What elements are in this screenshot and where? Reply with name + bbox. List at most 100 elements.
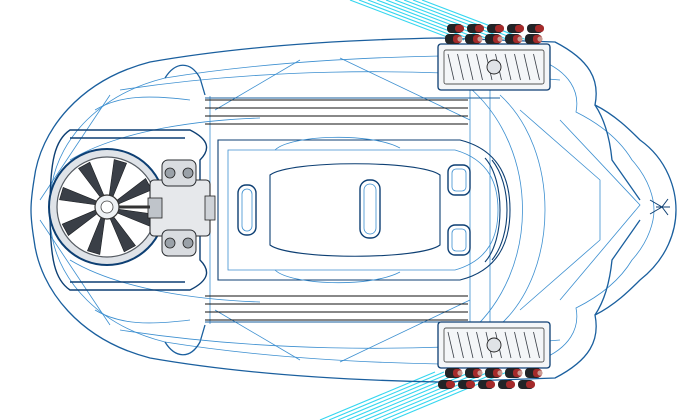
thruster-icon	[437, 321, 551, 389]
nozzle-tip	[466, 381, 475, 388]
hull-outline	[30, 37, 677, 383]
beam-line-top	[394, 0, 501, 41]
hull-diag-3	[214, 59, 301, 111]
thruster-nozzle	[458, 380, 475, 389]
beam-line-top	[412, 0, 519, 41]
seat-1	[237, 184, 257, 236]
hull-diag-5	[339, 57, 471, 121]
cockpit-inner	[227, 149, 499, 271]
beam-line-bottom	[328, 371, 445, 420]
seat-cushion-2	[363, 183, 377, 235]
thruster-nozzle	[505, 34, 523, 44]
thruster-nozzle	[525, 34, 543, 44]
nozzle-tip	[526, 381, 535, 388]
windshield	[484, 157, 501, 263]
hull-inner-shell	[48, 55, 655, 365]
nozzle-cap	[477, 370, 483, 376]
thruster-nozzle	[445, 368, 463, 378]
hull-long-line-4	[69, 259, 261, 303]
beam-line-bottom	[319, 371, 436, 420]
thruster-nozzle	[507, 24, 524, 33]
thruster-vane	[533, 53, 540, 81]
windshield-inner	[491, 159, 508, 261]
nozzle-tip	[475, 25, 484, 32]
thruster-nozzle	[487, 24, 504, 33]
engine-head-top	[161, 159, 197, 187]
beam-line-bottom	[391, 371, 508, 420]
hull-diag-6	[339, 299, 471, 363]
nozzle-cap	[537, 370, 543, 376]
seats	[237, 164, 471, 256]
rear-fan-assembly	[48, 129, 216, 291]
beam-line-top	[403, 0, 510, 41]
hull-diag-2	[39, 219, 111, 326]
beam-line-top	[358, 0, 465, 41]
engine-shaft	[147, 197, 163, 219]
bow-marker	[649, 198, 670, 216]
nozzle-tip	[506, 381, 515, 388]
thruster-nozzle	[467, 24, 484, 33]
bow-marker-wing-bottom	[661, 206, 669, 216]
hull-long-line-3	[69, 117, 261, 161]
thruster-hub	[486, 59, 502, 75]
fin-top-left	[164, 64, 206, 96]
cockpit-tub	[217, 139, 511, 281]
thruster-nozzle	[498, 380, 515, 389]
thruster-vane	[447, 331, 455, 359]
thruster-icon	[437, 24, 551, 91]
thruster-nozzle	[447, 24, 464, 33]
thruster-pods	[437, 24, 551, 389]
thruster-nozzle	[485, 368, 503, 378]
thruster-vane	[504, 331, 512, 359]
engine-cylinder	[164, 237, 176, 249]
bow-marker-wing-top	[661, 198, 669, 208]
engine-cylinder	[164, 167, 176, 179]
nozzle-tip	[455, 25, 464, 32]
console-top-rail	[274, 136, 401, 151]
engine-cylinder	[182, 237, 194, 249]
engine-head-bottom	[161, 229, 197, 257]
seat-3	[447, 164, 471, 196]
nose-facet-3	[499, 94, 546, 326]
nozzle-cap	[497, 370, 503, 376]
thruster-nozzle	[485, 34, 503, 44]
beam-line-top	[349, 0, 456, 41]
thruster-hub	[486, 337, 502, 353]
nose-line-bottom	[594, 219, 641, 316]
thruster-nozzle	[478, 380, 495, 389]
engine-mount	[204, 195, 216, 221]
thruster-vane	[447, 53, 455, 81]
nose-line-top	[594, 104, 641, 201]
beam-line-bottom	[373, 371, 490, 420]
thruster-nozzle	[505, 368, 523, 378]
thruster-vane	[476, 53, 483, 81]
thruster-vane	[504, 53, 512, 81]
beam-line-top	[367, 0, 474, 41]
fin-bottom-left	[164, 324, 206, 356]
thruster-vane	[514, 53, 521, 81]
thruster-nozzle	[527, 24, 544, 33]
thruster-nozzle	[438, 380, 455, 389]
nozzle-cap	[477, 36, 483, 42]
deck-stripes	[205, 97, 500, 323]
cockpit-outline	[217, 136, 511, 284]
seat-2	[359, 179, 381, 239]
nozzle-tip	[495, 25, 504, 32]
thruster-vane	[466, 331, 474, 359]
fan-hub-core	[100, 200, 114, 214]
thruster-vane	[457, 53, 464, 81]
engine-icon	[119, 159, 216, 257]
nozzle-tip	[486, 381, 495, 388]
fin-rim-top	[94, 96, 191, 111]
nozzle-tip	[515, 25, 524, 32]
nozzle-tip	[535, 25, 544, 32]
hull-diag-1	[39, 94, 111, 201]
thruster-vane	[457, 331, 464, 359]
thruster-vane	[476, 331, 483, 359]
thruster-frame	[443, 49, 545, 85]
beam-line-top	[376, 0, 483, 41]
beam-line-bottom	[364, 371, 481, 420]
nozzle-cap	[537, 36, 543, 42]
thruster-vane	[466, 53, 474, 81]
